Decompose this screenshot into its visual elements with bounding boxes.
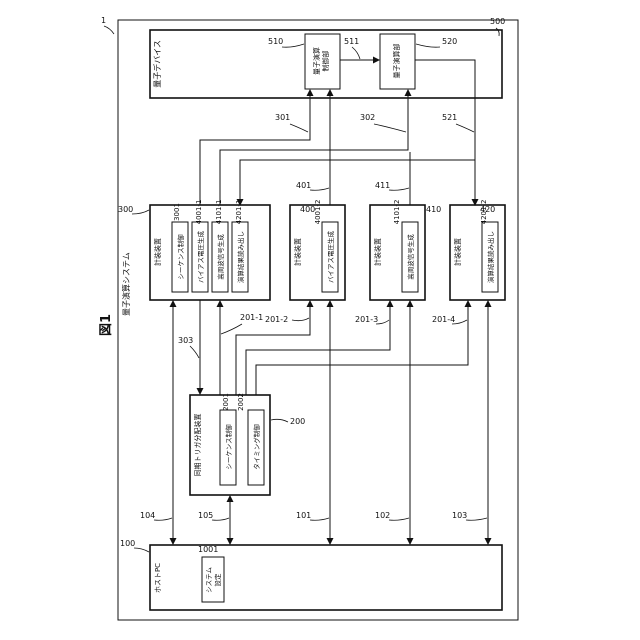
connection-201-2-leader — [292, 318, 309, 321]
quantum-control-label-2: 制御部 — [321, 51, 330, 72]
module-4101-2-label: 高周波信号生成 — [406, 234, 415, 280]
quantum-device-ref: 500 — [490, 17, 505, 26]
connection-201-1-leader — [221, 324, 242, 334]
host-pc-ref: 100 — [120, 539, 135, 548]
measurement-device-410: 計装装置 410 高周波信号生成 4101-2 — [370, 200, 441, 300]
measurement-300-label: 計装装置 — [153, 238, 162, 266]
module-3001-ref: 3001 — [173, 203, 181, 221]
connection-101-leader — [310, 518, 329, 520]
module-4101-2-ref: 4101-2 — [393, 200, 401, 225]
system-setting-label-1: システム — [205, 567, 213, 593]
connection-201-1-label: 201-1 — [240, 313, 263, 322]
module-4001-1-label: バイアス電圧生成 — [196, 231, 205, 284]
host-pc-ref-leader — [134, 548, 149, 552]
measurement-410-label: 計装装置 — [373, 238, 382, 266]
connection-511-label: 511 — [344, 37, 359, 46]
measurement-device-300: 計装装置 300 シーケンス制御 3001 バイアス電圧生成 4001-1 高周… — [118, 200, 270, 300]
host-pc-label: ホストPC — [154, 563, 162, 593]
sync-trigger-label: 同期トリガ分配装置 — [193, 414, 202, 477]
module-4001-2-label: バイアス電圧生成 — [326, 231, 335, 284]
connection-301-leader — [290, 124, 308, 132]
measurement-400-label: 計装装置 — [293, 238, 302, 266]
module-4001-2-ref: 4001-2 — [314, 200, 322, 225]
connection-105-leader — [212, 518, 229, 520]
module-4201-2-label: 演算結果読み出し — [486, 231, 495, 283]
system-ref-leader — [104, 26, 114, 34]
quantum-device-label: 量子デバイス — [152, 40, 162, 88]
system-ref: 1 — [101, 16, 106, 25]
connection-201-2-label: 201-2 — [265, 315, 288, 324]
quantum-compute-label: 量子演算部 — [392, 44, 401, 79]
figure-title: 図1 — [99, 314, 114, 336]
connection-521-leader — [456, 124, 474, 132]
connection-104-leader — [154, 518, 172, 520]
system-label: 量子演算システム — [121, 252, 131, 316]
system-setting-ref: 1001 — [198, 545, 218, 554]
host-pc: ホストPC 100 システム 設定 1001 — [120, 539, 502, 610]
system-frame — [118, 20, 518, 620]
measurement-300-ref: 300 — [118, 205, 133, 214]
measurement-410-ref: 410 — [426, 205, 441, 214]
measurement-400-ref: 400 — [300, 205, 315, 214]
sync-trigger-ref-leader — [271, 419, 288, 422]
connection-102-leader — [389, 518, 409, 520]
connection-411-leader — [389, 188, 409, 190]
measurement-device-420: 計装装置 420 演算結果読み出し 4201-2 — [450, 200, 505, 300]
module-2001-label: シーケンス制御 — [224, 424, 233, 470]
measurement-300-ref-leader — [132, 210, 149, 214]
sync-trigger-device: 同期トリガ分配装置 200 シーケンス制御 2001 タイミング制御 2002 — [190, 393, 305, 495]
connection-103-leader — [466, 518, 487, 520]
quantum-compute-ref: 520 — [442, 37, 457, 46]
module-2001-ref: 2001 — [222, 393, 230, 411]
connection-411-label: 411 — [375, 181, 390, 190]
sync-trigger-ref: 200 — [290, 417, 305, 426]
module-4101-1-label: 高周波信号生成 — [216, 234, 225, 280]
module-4201-2-ref: 4201-2 — [480, 200, 488, 225]
quantum-device: 量子デバイス 500 量子演算 制御部 510 量子演算部 520 — [150, 17, 505, 98]
measurement-420-label: 計装装置 — [453, 238, 462, 266]
module-4001-1-ref: 4001-1 — [195, 200, 203, 225]
quantum-control-ref: 510 — [268, 37, 283, 46]
system-setting-label-2: 設定 — [213, 573, 222, 587]
module-2002-ref: 2002 — [237, 393, 245, 411]
connection-401-label: 401 — [296, 181, 311, 190]
measurement-device-400: 計装装置 400 バイアス電圧生成 4001-2 — [290, 200, 345, 300]
connection-301 — [200, 90, 310, 205]
module-2002-label: タイミング制御 — [252, 424, 261, 470]
connection-303-leader — [190, 346, 199, 358]
connection-301-label: 301 — [275, 113, 290, 122]
module-4201-1-label: 演算結果読み出し — [236, 231, 245, 283]
connection-302-label: 302 — [360, 113, 375, 122]
connection-101-label: 101 — [296, 511, 311, 520]
connection-201-3-label: 201-3 — [355, 315, 378, 324]
connection-105-label: 105 — [198, 511, 213, 520]
connection-302-leader — [374, 124, 406, 132]
connection-201-4-label: 201-4 — [432, 315, 455, 324]
connection-521-label: 521 — [442, 113, 457, 122]
connection-401-leader — [310, 188, 329, 190]
module-3001-label: シーケンス制御 — [176, 234, 185, 280]
module-4201-1-ref: 4201-1 — [235, 200, 243, 225]
connection-104-label: 104 — [140, 511, 155, 520]
connection-103-label: 103 — [452, 511, 467, 520]
quantum-control-label-1: 量子演算 — [312, 47, 321, 75]
connection-303-label: 303 — [178, 336, 193, 345]
module-4101-1-ref: 4101-1 — [215, 200, 223, 225]
connection-102-label: 102 — [375, 511, 390, 520]
